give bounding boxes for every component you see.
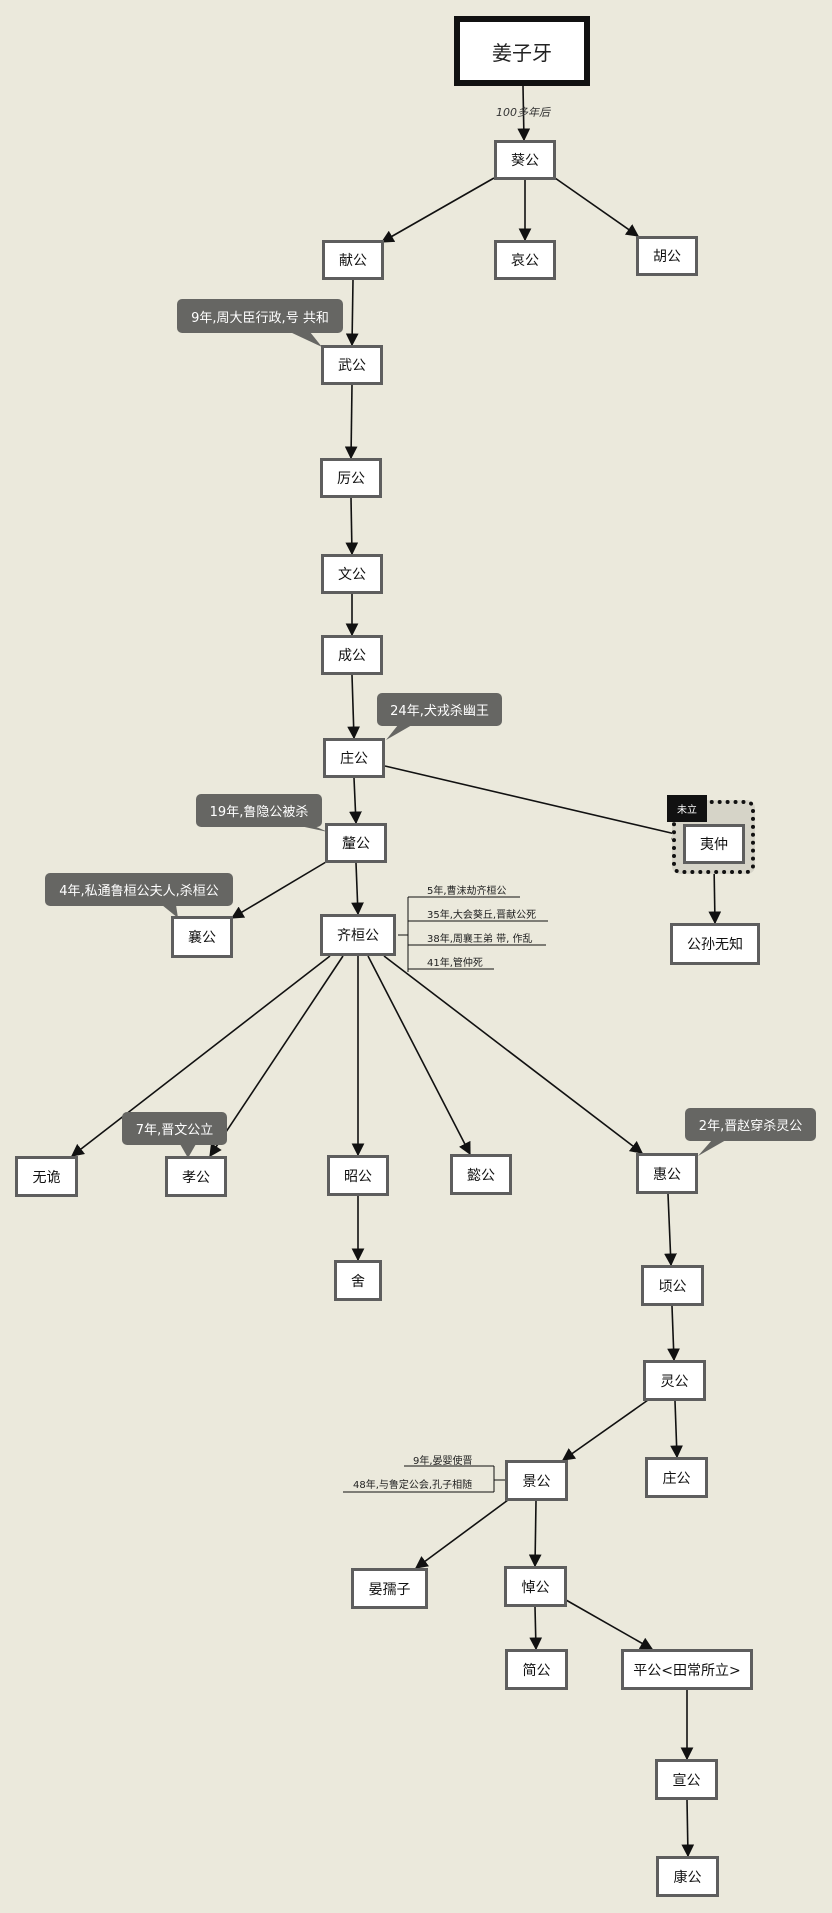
edge-huan-yi xyxy=(367,955,471,1156)
node-yi-zhong[interactable]: 夷仲 xyxy=(683,824,745,864)
edge-jing-dao xyxy=(528,1500,542,1568)
edge-ling-zhuang2 xyxy=(670,1400,683,1459)
node-hu-gong[interactable]: 胡公 xyxy=(636,236,698,276)
node-jiang-ziya[interactable]: 姜子牙 xyxy=(454,16,590,86)
callout-pointer-xiang xyxy=(162,905,178,918)
callout-pointer-xiao xyxy=(180,1144,196,1158)
node-li2-gong[interactable]: 釐公 xyxy=(325,823,387,863)
edge-qing-ling xyxy=(667,1305,680,1362)
note-jing-2: 48年,与鲁定公会,孔子相随 xyxy=(353,1480,473,1491)
edge-wu-li xyxy=(344,384,358,460)
edge-label-time-gap: 100多年后 xyxy=(496,106,550,119)
node-li-gong[interactable]: 厉公 xyxy=(320,458,382,498)
node-xuan-gong[interactable]: 宣公 xyxy=(655,1759,718,1800)
node-xiang-gong[interactable]: 襄公 xyxy=(171,916,233,958)
edge-gui-xian xyxy=(380,177,495,243)
node-zhao-gong[interactable]: 昭公 xyxy=(327,1155,389,1196)
edge-huan-wugui xyxy=(70,955,331,1157)
node-cheng-gong[interactable]: 成公 xyxy=(321,635,383,675)
edge-li-wen xyxy=(345,497,359,556)
node-jing-gong[interactable]: 景公 xyxy=(505,1460,568,1501)
edge-root-gui xyxy=(517,85,531,142)
node-dao-gong[interactable]: 悼公 xyxy=(504,1566,567,1607)
edge-hui-qing xyxy=(664,1193,677,1267)
note-huan-3: 38年,周襄王弟 带, 作乱 xyxy=(427,934,533,945)
node-ai-gong[interactable]: 哀公 xyxy=(494,240,556,280)
edge-huan-xiao xyxy=(209,955,344,1158)
edge-zhuang-li2 xyxy=(349,777,362,825)
node-xiao-gong[interactable]: 孝公 xyxy=(165,1156,227,1197)
node-wu-gui[interactable]: 无诡 xyxy=(15,1156,78,1197)
callout-xiang-gong: 4年,私通鲁桓公夫人,杀桓公 xyxy=(45,873,233,906)
node-gongsun-wuzhi[interactable]: 公孙无知 xyxy=(670,923,760,965)
unenthroned-badge: 未立 xyxy=(667,795,707,822)
edge-xuan-kang xyxy=(681,1799,695,1858)
node-zhuang-gong[interactable]: 庄公 xyxy=(323,738,385,778)
note-jing-1: 9年,晏婴使晋 xyxy=(413,1456,473,1467)
callout-zhuang-gong: 24年,犬戎杀幽王 xyxy=(377,693,502,726)
edge-cheng-zhuang xyxy=(347,674,361,740)
note-huan-4: 41年,管仲死 xyxy=(427,958,483,969)
edge-dao-ping xyxy=(565,1599,654,1650)
edge-li2-huan xyxy=(351,862,364,916)
callout-xiao-gong: 7年,晋文公立 xyxy=(122,1112,227,1145)
node-wen-gong[interactable]: 文公 xyxy=(321,554,383,594)
node-ping-gong[interactable]: 平公<田常所立> xyxy=(621,1649,753,1690)
edge-xian-wu xyxy=(345,279,359,347)
edge-li2-xiang xyxy=(230,861,327,919)
node-gui-gong[interactable]: 葵公 xyxy=(494,140,556,180)
node-she[interactable]: 舍 xyxy=(334,1260,382,1301)
note-huan-2: 35年,大会葵丘,晋献公死 xyxy=(427,910,537,921)
node-qing-gong[interactable]: 顷公 xyxy=(641,1265,704,1306)
node-xian-gong[interactable]: 献公 xyxy=(322,240,384,280)
edge-zhuang-yizhong xyxy=(384,765,686,840)
node-qi-huan-gong[interactable]: 齐桓公 xyxy=(320,914,396,956)
callout-hui-gong: 2年,晋赵穿杀灵公 xyxy=(685,1108,816,1141)
node-yan-ruzi[interactable]: 晏孺子 xyxy=(351,1568,428,1609)
node-wu-gong[interactable]: 武公 xyxy=(321,345,383,385)
edge-gui-hu xyxy=(554,177,640,237)
node-jian-gong[interactable]: 简公 xyxy=(505,1649,568,1690)
callout-pointer-li2 xyxy=(300,826,328,832)
node-zhuang2-gong[interactable]: 庄公 xyxy=(645,1457,708,1498)
callout-li2-gong: 19年,鲁隐公被杀 xyxy=(196,794,322,827)
edge-ling-jing xyxy=(561,1399,649,1461)
edge-jing-yanruzi xyxy=(414,1499,509,1569)
node-hui-gong[interactable]: 惠公 xyxy=(636,1153,698,1194)
callout-wu-gong: 9年,周大臣行政,号 共和 xyxy=(177,299,343,333)
edge-dao-jian xyxy=(529,1606,543,1651)
edge-huan-hui xyxy=(383,955,644,1154)
callout-pointer-wu xyxy=(290,332,322,347)
node-kang-gong[interactable]: 康公 xyxy=(656,1856,719,1897)
callout-pointer-zhuang xyxy=(386,725,412,740)
node-ling-gong[interactable]: 灵公 xyxy=(643,1360,706,1401)
callout-pointer-hui xyxy=(698,1140,726,1156)
node-yi-gong[interactable]: 懿公 xyxy=(450,1154,512,1195)
note-huan-1: 5年,曹沫劫齐桓公 xyxy=(427,886,507,897)
